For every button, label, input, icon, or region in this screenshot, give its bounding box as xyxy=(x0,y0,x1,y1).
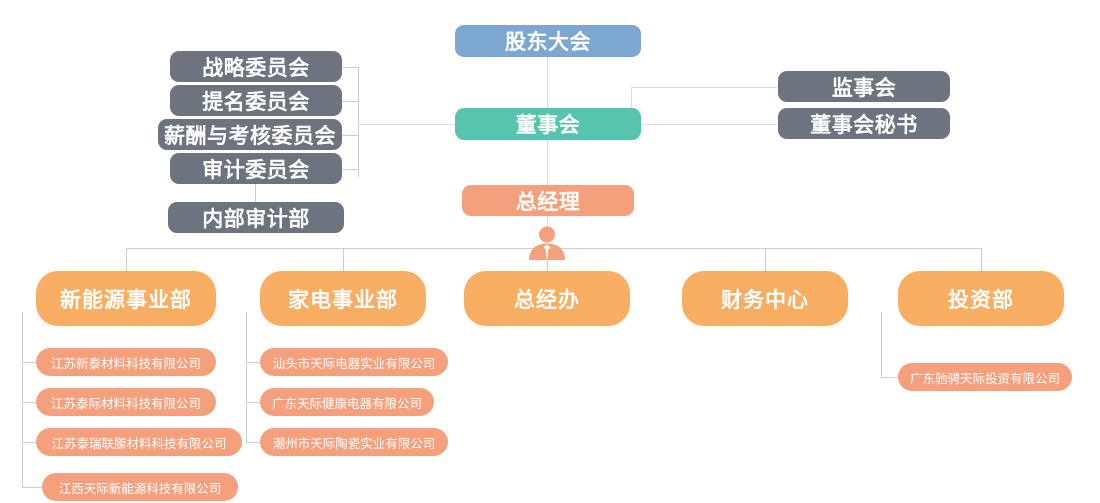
node-department-finance-center[interactable]: 财务中心 xyxy=(682,271,848,326)
connector-committee-stub-1 xyxy=(341,67,359,68)
connector-dept1-sub-spine xyxy=(22,312,23,487)
node-subsidiary-shantou-tianji-electric[interactable]: 汕头市天际电器实业有限公司 xyxy=(260,348,448,376)
node-supervisory-board[interactable]: 监事会 xyxy=(778,71,950,102)
node-department-home-appliance[interactable]: 家电事业部 xyxy=(260,271,426,326)
node-internal-audit-department[interactable]: 内部审计部 xyxy=(168,202,344,233)
connector-dept2-sub-stub-2 xyxy=(246,402,260,403)
connector-committees-to-board xyxy=(358,124,465,125)
node-subsidiary-jiangxi-tianji-new-energy[interactable]: 江西天际新能源科技有限公司 xyxy=(42,473,238,501)
connector-dept2-sub-spine xyxy=(246,312,247,442)
node-shareholders-meeting[interactable]: 股东大会 xyxy=(455,25,641,57)
connector-committee-stub-4 xyxy=(341,169,359,170)
node-committee-audit[interactable]: 审计委员会 xyxy=(170,153,342,184)
node-subsidiary-jiangsu-tairui-lianteng[interactable]: 江苏泰瑞联縢材料科技有限公司 xyxy=(36,428,242,456)
connector-committee-stub-3 xyxy=(341,135,359,136)
node-board-of-directors[interactable]: 董事会 xyxy=(455,108,641,140)
node-general-manager[interactable]: 总经理 xyxy=(462,185,634,216)
connector-dept1-sub-stub-3 xyxy=(22,442,36,443)
connector-board-to-gm xyxy=(547,140,548,185)
node-subsidiary-jiangsu-taiji[interactable]: 江苏泰际材料科技有限公司 xyxy=(36,388,216,416)
connector-bus-to-dept-5 xyxy=(981,248,982,271)
node-department-gm-office[interactable]: 总经办 xyxy=(464,271,630,326)
connector-dept2-sub-stub-1 xyxy=(246,362,260,363)
connector-committee-stub-2 xyxy=(341,101,359,102)
connector-dept5-sub-stub-1 xyxy=(881,377,898,378)
connector-board-to-secretary xyxy=(631,124,778,125)
connector-bus-to-dept-2 xyxy=(343,248,344,271)
connector-committee-spine xyxy=(358,67,359,177)
node-subsidiary-chaozhou-tianji-ceramics[interactable]: 潮州市天际陶瓷实业有限公司 xyxy=(260,428,448,456)
node-subsidiary-guangdong-chicheng-tianji-investment[interactable]: 广东驰骋天际投资有限公司 xyxy=(898,363,1072,391)
node-subsidiary-jiangsu-xintai[interactable]: 江苏新泰材料科技有限公司 xyxy=(36,348,216,376)
connector-bus-to-dept-1 xyxy=(126,248,127,271)
connector-dept1-sub-stub-4 xyxy=(22,487,42,488)
connector-dept5-sub-spine xyxy=(881,312,882,377)
node-board-secretary[interactable]: 董事会秘书 xyxy=(778,108,950,139)
connector-dept2-sub-stub-3 xyxy=(246,442,260,443)
node-committee-strategy[interactable]: 战略委员会 xyxy=(170,51,342,82)
node-department-investment[interactable]: 投资部 xyxy=(898,271,1064,326)
connector-board-to-supervisory xyxy=(631,87,778,88)
connector-shareholders-to-board xyxy=(547,57,548,108)
connector-audit-to-internal-audit xyxy=(255,180,256,202)
connector-dept1-sub-stub-2 xyxy=(22,402,36,403)
node-subsidiary-guangdong-tianji-health[interactable]: 广东天际健康电器有限公司 xyxy=(260,388,434,416)
node-committee-compensation-appraisal[interactable]: 薪酬与考核委员会 xyxy=(158,119,342,150)
person-icon xyxy=(526,226,568,260)
node-committee-nomination[interactable]: 提名委员会 xyxy=(170,85,342,116)
connector-bus-to-dept-4 xyxy=(765,248,766,271)
node-department-new-energy[interactable]: 新能源事业部 xyxy=(36,271,216,326)
connector-board-right-riser xyxy=(631,87,632,124)
connector-dept1-sub-stub-1 xyxy=(22,362,36,363)
